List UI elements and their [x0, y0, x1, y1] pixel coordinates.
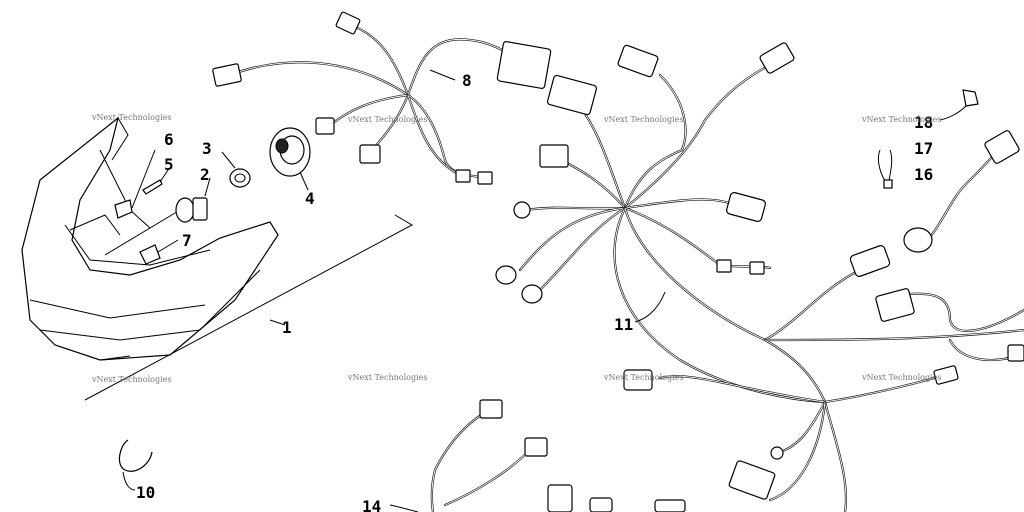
watermark: vNext Technologies [603, 115, 683, 124]
small-connector-part [139, 239, 179, 265]
screw-part [142, 169, 169, 195]
watermark: vNext Technologies [91, 375, 171, 384]
headlight-housing [21, 116, 279, 361]
callout-8: 8 [462, 71, 472, 90]
watermark: vNext Technologies [347, 373, 427, 382]
watermark: vNext Technologies [347, 115, 427, 124]
upper-harness [212, 11, 552, 185]
watermark: vNext Technologies [603, 373, 683, 382]
callout-17: 17 [914, 139, 933, 158]
callout-3: 3 [202, 139, 212, 158]
callout-14: 14 [362, 497, 381, 512]
main-harness [495, 42, 827, 404]
callout-16: 16 [914, 165, 933, 184]
retainer-part [221, 151, 251, 188]
watermark: vNext Technologies [91, 113, 171, 122]
callout-5: 5 [164, 155, 174, 174]
callout-18: 18 [914, 113, 933, 132]
callout-7: 7 [182, 231, 192, 250]
callout-6: 6 [164, 130, 174, 149]
sensor-harness [877, 89, 1020, 253]
lower-right-harness [623, 245, 1024, 512]
lower-left-harness [430, 399, 686, 512]
callout-2: 2 [200, 165, 210, 184]
callout-1: 1 [282, 318, 292, 337]
callout-4: 4 [305, 189, 315, 208]
boot-part [269, 127, 311, 191]
watermark: vNext Technologies [861, 373, 941, 382]
bulb-part [175, 177, 211, 223]
watermark: vNext Technologies [861, 115, 941, 124]
ring-part [118, 439, 153, 472]
clip-part [114, 149, 156, 219]
callout-11: 11 [614, 315, 633, 334]
callout-10: 10 [136, 483, 155, 502]
